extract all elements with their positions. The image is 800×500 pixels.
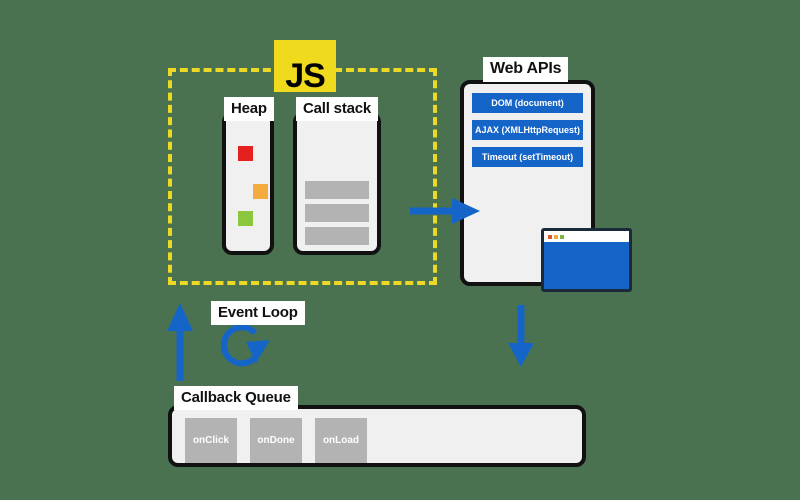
browser-dot-orange-icon [554, 234, 558, 239]
callback-queue-panel: onClick onDone onLoad [168, 405, 586, 467]
arrow-callback-queue-to-call-stack-icon [167, 303, 193, 381]
heap-label: Heap [224, 97, 274, 121]
web-apis-label: Web APIs [483, 57, 569, 82]
call-stack-label: Call stack [296, 97, 379, 121]
event-loop-label: Event Loop [211, 301, 305, 325]
stack-frame [305, 181, 369, 199]
arrow-call-stack-to-web-apis-icon [410, 198, 480, 224]
callback-queue-label: Callback Queue [174, 386, 298, 410]
web-api-item-dom: DOM (document) [472, 93, 583, 113]
heap-object-red [238, 146, 253, 161]
browser-window-mock [541, 228, 632, 292]
web-api-item-ajax: AJAX (XMLHttpRequest) [472, 120, 583, 140]
callback-queue-item-onclick: onClick [185, 418, 237, 463]
stack-frame [305, 227, 369, 245]
arrow-web-apis-to-callback-queue-icon [508, 305, 534, 367]
heap-object-orange [253, 184, 268, 199]
event-loop-cycle-icon [220, 324, 270, 367]
browser-dot-green-icon [560, 234, 564, 239]
web-api-item-timeout: Timeout (setTimeout) [472, 147, 583, 167]
call-stack-panel [293, 112, 381, 255]
callback-queue-item-onload: onLoad [315, 418, 367, 463]
js-logo-text: JS [285, 56, 326, 95]
browser-dot-red-icon [548, 234, 552, 239]
js-logo: JS [274, 40, 336, 95]
heap-panel [222, 112, 274, 255]
callback-queue-item-ondone: onDone [250, 418, 302, 463]
heap-object-green [238, 211, 253, 226]
stack-frame [305, 204, 369, 222]
browser-titlebar [544, 231, 629, 242]
